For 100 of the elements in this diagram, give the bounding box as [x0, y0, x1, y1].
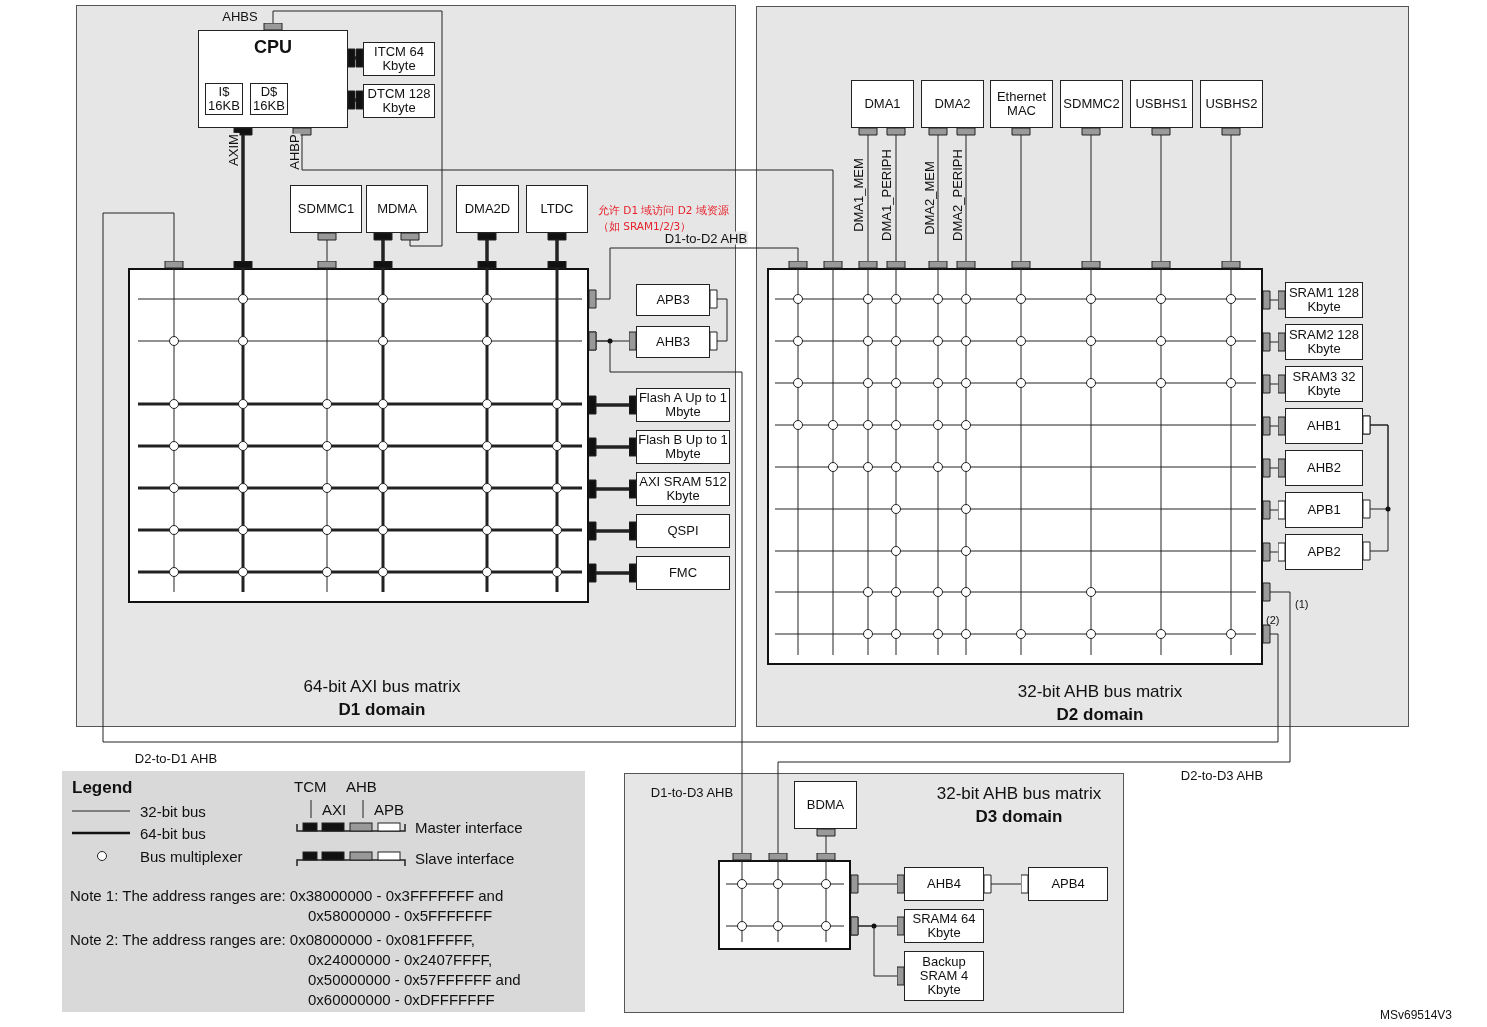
bus-line	[547, 232, 567, 269]
legend-label: 32-bit bus	[140, 802, 206, 820]
box-label: BDMA	[805, 798, 846, 812]
module-box	[290, 185, 362, 233]
bus-line	[768, 582, 1291, 861]
bus-line	[1262, 542, 1286, 562]
module-box	[990, 80, 1053, 128]
bus-line	[588, 437, 637, 457]
box-label: QSPI	[666, 524, 700, 538]
bus-line	[588, 395, 637, 415]
interface-type-label: TCM	[294, 777, 327, 797]
bus-line	[1362, 415, 1389, 561]
bus-line	[292, 127, 843, 269]
box-label: USBHS1	[1134, 97, 1189, 111]
module-box	[636, 556, 730, 590]
panel-title: 32-bit AHB bus matrix	[1016, 682, 1184, 702]
box-label: APB1	[1306, 503, 1342, 517]
module-box	[636, 514, 730, 548]
figure-code: MSv69514V3	[1380, 1006, 1453, 1024]
box-label: DTCM 128 Kbyte	[366, 87, 432, 115]
box-label: SRAM3 32 Kbyte	[1291, 370, 1357, 398]
footnote-mark: (1)	[1295, 597, 1309, 612]
legend-label: Bus multiplexer	[140, 847, 243, 865]
footnote-mark: (2)	[1266, 613, 1280, 628]
box-label: D$ 16KB	[252, 85, 286, 113]
box-label: DMA1	[863, 97, 902, 111]
bus-matrix-box	[128, 268, 589, 603]
cpu-box	[198, 30, 348, 128]
box-label: APB4	[1050, 877, 1086, 891]
bus-line	[709, 289, 728, 351]
panel-title: 64-bit AXI bus matrix	[302, 677, 462, 697]
bus-line	[1011, 127, 1031, 269]
module-box	[456, 185, 519, 233]
interface-type-label: AHB	[346, 777, 377, 797]
box-label: APB2	[1306, 545, 1342, 559]
edge-label: AHBP	[287, 133, 301, 171]
bus-line	[886, 127, 906, 269]
box-label: I$ 16KB	[207, 85, 241, 113]
module-box	[851, 80, 914, 128]
module-box	[366, 185, 428, 233]
bus-line	[858, 127, 878, 269]
legend-label: 64-bit bus	[140, 824, 206, 842]
box-label: APB3	[655, 293, 691, 307]
module-box	[1285, 408, 1363, 444]
module-box	[904, 951, 984, 1001]
bus-line	[233, 127, 253, 269]
bus-line	[588, 563, 637, 583]
box-label: AHB4	[926, 877, 962, 891]
module-box	[636, 284, 710, 316]
module-box	[363, 42, 435, 76]
legend-label: Master interface	[415, 818, 523, 836]
interface-type-label: APB	[374, 800, 404, 820]
module-box	[794, 781, 857, 829]
bus-line	[317, 232, 337, 269]
edge-label: DMA2_MEM	[922, 160, 936, 236]
box-label: Flash B Up to 1 Mbyte	[637, 433, 729, 461]
box-label: Ethernet MAC	[995, 90, 1048, 118]
panel-title: D2 domain	[1055, 705, 1145, 725]
bus-line	[588, 521, 637, 541]
legend-label: Slave interface	[415, 849, 515, 867]
note-text: Note 2: The address ranges are: 0x08000000 - 0x081FFFFF, 0x24000000 - 0x2407FFFF, 0x50000000 - 0x57FFFFFF and 0x60000000 - 0xDFFFFFFF	[70, 930, 522, 1010]
edge-label: DMA1_MEM	[851, 157, 865, 233]
annotation-text: 允许 D1 域访问 D2 域资源（如 SRAM1/2/3）	[598, 203, 730, 234]
box-label: CPU	[253, 37, 293, 57]
bus-line	[102, 212, 1279, 743]
box-label: SRAM2 128 Kbyte	[1287, 328, 1361, 356]
bus-line	[1221, 127, 1241, 269]
bus-matrix-box	[767, 268, 1263, 665]
bus-line	[477, 232, 497, 269]
module-box	[904, 909, 984, 943]
edge-label: AHBS	[221, 9, 259, 23]
bus-line	[1262, 374, 1286, 394]
box-label: ITCM 64 Kbyte	[373, 45, 425, 73]
bus-line	[588, 331, 752, 861]
legend-title: Legend	[72, 777, 133, 799]
bus-line	[588, 247, 808, 309]
module-box	[1060, 80, 1123, 128]
module-box	[636, 326, 710, 358]
box-label: AHB2	[1306, 461, 1342, 475]
edge-label: D2-to-D1 AHB	[133, 751, 219, 765]
module-box	[1285, 366, 1363, 402]
bus-line	[983, 874, 1029, 894]
box-label: SDMMC2	[1062, 97, 1121, 111]
panel-title: 32-bit AHB bus matrix	[935, 784, 1103, 804]
bus-line	[1262, 416, 1286, 436]
module-box	[1130, 80, 1193, 128]
box-label: AHB1	[1306, 419, 1342, 433]
box-label: FMC	[667, 566, 699, 580]
module-box	[1028, 867, 1108, 901]
panel-title: D1 domain	[337, 700, 427, 720]
bus-line	[1081, 127, 1101, 269]
bus-line	[1262, 332, 1286, 352]
box-label: SRAM1 128 Kbyte	[1287, 286, 1361, 314]
panel-title: D3 domain	[974, 807, 1064, 827]
domain-panel	[756, 6, 1409, 727]
bus-line	[850, 874, 905, 894]
module-box	[1285, 450, 1363, 486]
edge-label: D2-to-D3 AHB	[1179, 768, 1265, 782]
edge-label: D1-to-D2 AHB	[663, 231, 749, 245]
module-box	[904, 867, 984, 901]
